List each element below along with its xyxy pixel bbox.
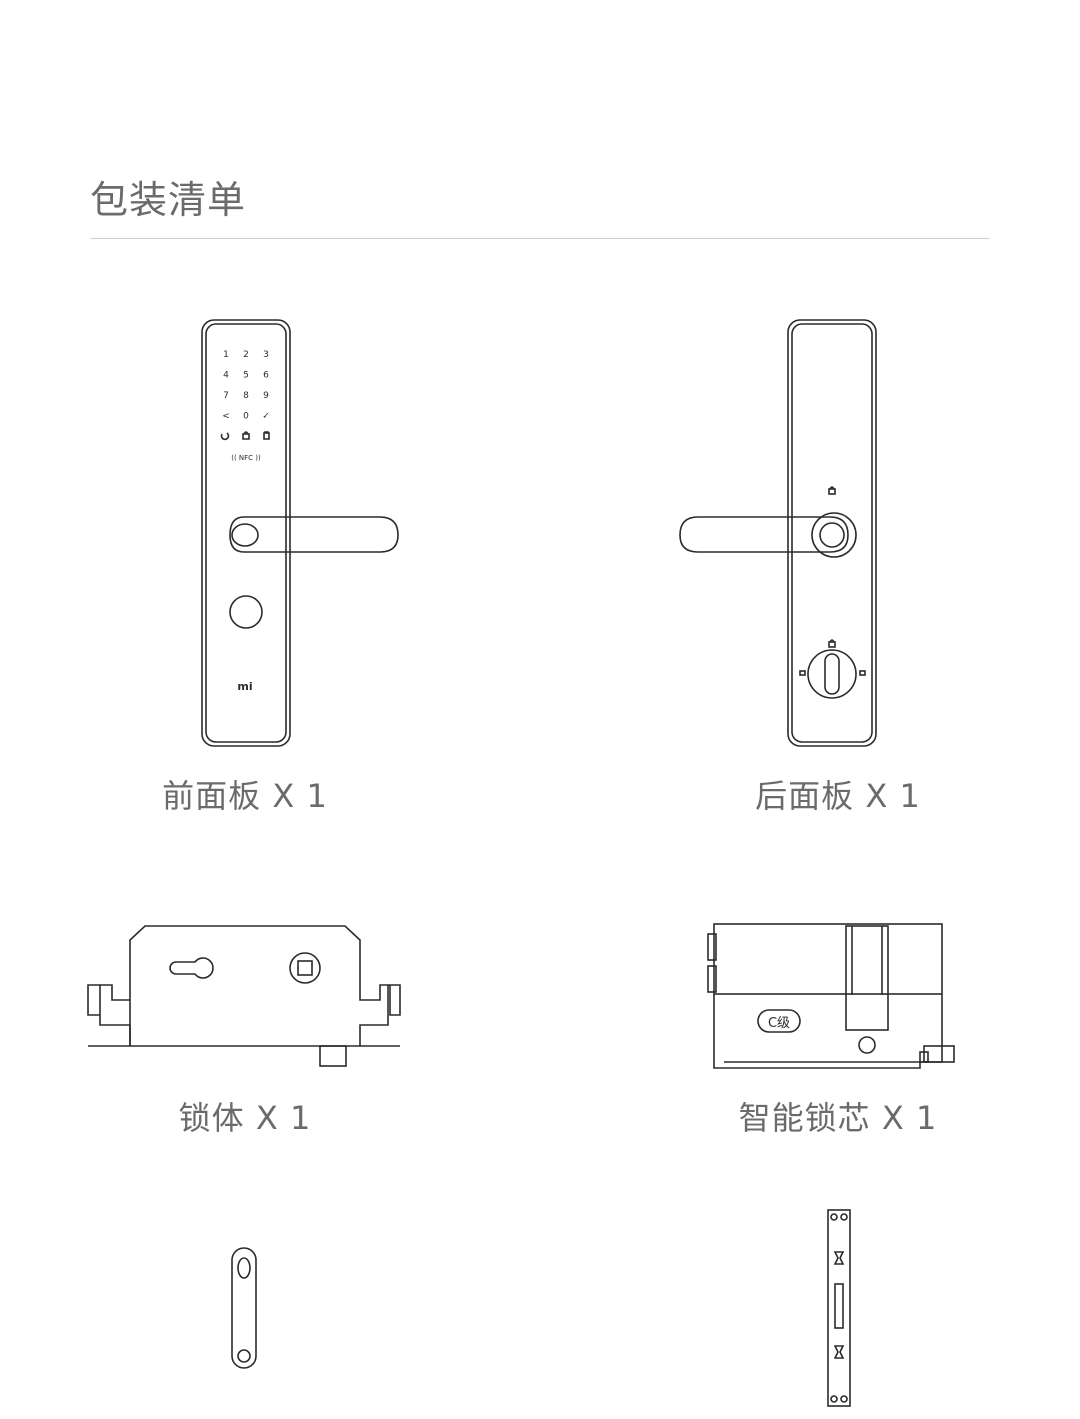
grade-label: C级 xyxy=(768,1016,790,1031)
front-panel-label: 前面板 X 1 xyxy=(162,777,328,815)
keypad-key: ✓ xyxy=(262,412,270,422)
smart-lock-cylinder-label: 智能锁芯 X 1 xyxy=(738,1099,938,1137)
keypad-key: 9 xyxy=(263,391,269,401)
back-panel-label: 后面板 X 1 xyxy=(755,777,921,815)
keypad-key: 3 xyxy=(263,350,269,360)
smart-lock-cylinder-icon: C级 xyxy=(707,923,955,1069)
lock-icon xyxy=(242,431,250,440)
keypad-key: 2 xyxy=(243,350,249,360)
keypad-key: 1 xyxy=(223,350,229,360)
keypad-key: < xyxy=(222,412,230,422)
front-panel-icon: 1 2 3 4 5 6 7 8 9 <0 ✓ (( NFC )) mi xyxy=(201,319,399,747)
battery-icon xyxy=(263,431,270,440)
lock-body-icon xyxy=(87,925,401,1067)
keypad-key: 7 xyxy=(223,391,229,401)
brand-mark: mi xyxy=(237,680,252,693)
keypad-key: 4 xyxy=(223,371,229,381)
keypad: 1 2 3 4 5 6 7 8 9 <0 ✓ xyxy=(220,350,270,441)
page-title: 包装清单 xyxy=(90,178,247,222)
power-icon xyxy=(220,432,230,441)
keypad-key: 8 xyxy=(243,391,249,401)
back-panel-icon xyxy=(679,319,877,747)
title-divider xyxy=(90,238,990,239)
keypad-key: 0 xyxy=(243,412,249,422)
nfc-label: (( NFC )) xyxy=(231,454,261,462)
lock-body-label: 锁体 X 1 xyxy=(178,1099,312,1137)
keypad-key: 6 xyxy=(263,371,269,381)
keypad-key: 5 xyxy=(243,371,249,381)
